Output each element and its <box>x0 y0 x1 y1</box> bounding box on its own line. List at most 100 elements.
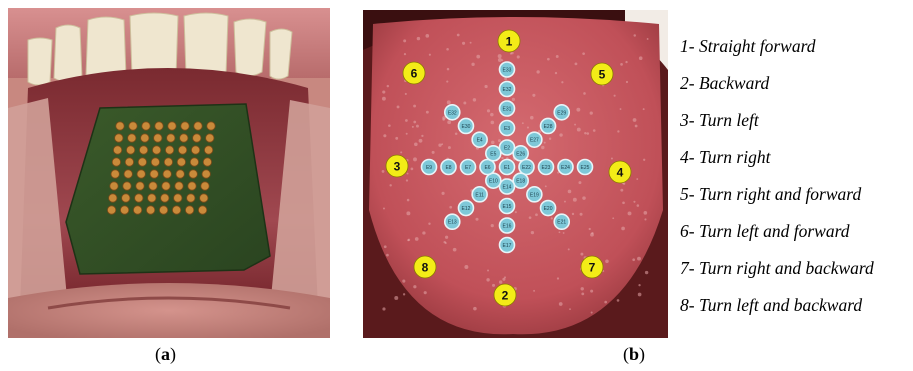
electrode: E14 <box>500 179 515 194</box>
direction-marker-5: 5 <box>591 63 613 85</box>
electrode-dot <box>129 122 137 130</box>
electrode: E26 <box>513 146 528 161</box>
electrode: E10 <box>486 173 501 188</box>
electrode-dot <box>109 194 117 202</box>
legend-item: 1- Straight forward <box>680 34 910 71</box>
electrode: E2 <box>500 140 515 155</box>
electrode-dot <box>151 158 159 166</box>
electrode-dot <box>172 206 180 214</box>
electrode-label: E30 <box>462 124 471 130</box>
electrode-label: E18 <box>516 179 525 185</box>
electrode-dot <box>164 158 172 166</box>
electrode: E32 <box>500 82 515 97</box>
electrode-dot <box>141 134 149 142</box>
electrode: E16 <box>500 218 515 233</box>
electrode-dot <box>123 182 131 190</box>
electrode-label: E32 <box>448 110 457 116</box>
electrode-dot <box>139 146 147 154</box>
direction-marker-6: 6 <box>403 62 425 84</box>
electrode-dot <box>149 182 157 190</box>
electrode-label: E24 <box>561 165 570 171</box>
electrode-label: E21 <box>557 220 566 226</box>
electrode-label: E25 <box>581 165 590 171</box>
legend-item: 2- Backward <box>680 71 910 108</box>
electrode-dot <box>193 134 201 142</box>
electrode-dot <box>174 194 182 202</box>
electrode: E32 <box>445 105 460 120</box>
electrode-dot <box>202 170 210 178</box>
mouth-array-photo <box>8 8 330 338</box>
electrode-dot <box>150 170 158 178</box>
electrode-dot <box>110 182 118 190</box>
electrode-label: E16 <box>503 224 512 230</box>
electrode-label: E29 <box>557 110 566 116</box>
electrode-dot <box>152 146 160 154</box>
electrode-dot <box>177 158 185 166</box>
electrode: E9 <box>422 160 437 175</box>
electrode-dot <box>126 146 134 154</box>
electrode: E1 <box>500 160 515 175</box>
direction-legend: 1- Straight forward 2- Backward 3- Turn … <box>680 34 910 330</box>
electrode-dot <box>133 206 141 214</box>
electrode-label: E23 <box>542 165 551 171</box>
direction-marker-3: 3 <box>386 155 408 177</box>
electrode: E19 <box>527 187 542 202</box>
electrode-dot <box>112 158 120 166</box>
electrode-dot <box>146 206 154 214</box>
panel-b-diagram: E1E2E3E31E32E33E26E27E28E29E22E23E24E25E… <box>363 10 668 338</box>
electrode-dot <box>142 122 150 130</box>
electrode-dot <box>187 194 195 202</box>
electrode: E31 <box>500 101 515 116</box>
electrode-dot <box>159 206 167 214</box>
electrode-dot <box>201 182 209 190</box>
electrode-dot <box>194 122 202 130</box>
caption-b: (b) <box>623 344 645 365</box>
direction-marker-label: 4 <box>617 166 624 180</box>
direction-marker-4: 4 <box>609 161 631 183</box>
electrode-label: E31 <box>503 107 512 113</box>
electrode-label: E7 <box>465 165 471 171</box>
electrode: E24 <box>558 160 573 175</box>
direction-marker-label: 1 <box>506 35 513 49</box>
electrode: E27 <box>527 132 542 147</box>
electrode-label: E9 <box>426 165 432 171</box>
electrode: E5 <box>486 146 501 161</box>
electrode-dot <box>203 158 211 166</box>
direction-marker-label: 2 <box>502 289 509 303</box>
electrode-label: E28 <box>544 124 553 130</box>
electrode-dot <box>189 170 197 178</box>
electrode-label: E33 <box>503 68 512 74</box>
electrode-label: E12 <box>462 206 471 212</box>
electrode-dot <box>125 158 133 166</box>
electrode: E11 <box>472 187 487 202</box>
caption-a: (a) <box>155 344 176 365</box>
electrode-label: E32 <box>503 87 512 93</box>
electrode-dot <box>137 170 145 178</box>
direction-marker-label: 7 <box>589 261 596 275</box>
electrode-dot <box>124 170 132 178</box>
electrode-label: E1 <box>504 165 510 171</box>
electrode: E33 <box>500 62 515 77</box>
electrode: E29 <box>554 105 569 120</box>
electrode-dot <box>198 206 206 214</box>
electrode-label: E2 <box>504 146 510 152</box>
electrode: E18 <box>513 173 528 188</box>
electrode-label: E5 <box>490 151 496 157</box>
electrode-label: E6 <box>484 165 490 171</box>
legend-item: 5- Turn right and forward <box>680 182 910 219</box>
legend-item: 4- Turn right <box>680 145 910 182</box>
electrode-dot <box>113 146 121 154</box>
legend-item: 6- Turn left and forward <box>680 219 910 256</box>
electrode-dot <box>204 146 212 154</box>
electrode-dot <box>163 170 171 178</box>
legend-item: 7- Turn right and backward <box>680 256 910 293</box>
electrode-label: E15 <box>503 204 512 210</box>
electrode: E8 <box>441 160 456 175</box>
electrode: E22 <box>519 160 534 175</box>
electrode: E30 <box>458 118 473 133</box>
electrode-label: E4 <box>477 138 483 144</box>
electrode-dot <box>138 158 146 166</box>
electrode: E3 <box>500 121 515 136</box>
electrode-dot <box>185 206 193 214</box>
direction-marker-label: 3 <box>394 160 401 174</box>
